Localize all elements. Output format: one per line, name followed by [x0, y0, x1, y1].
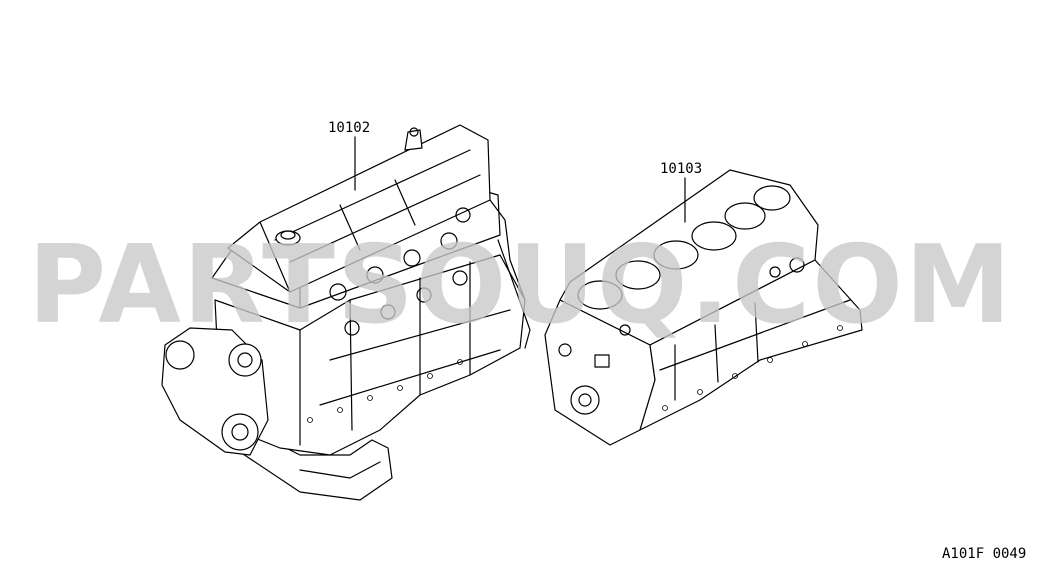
- bolt-heads: [307, 359, 463, 423]
- cylinder-bores: [577, 185, 791, 310]
- callout-10102[interactable]: 10102: [328, 120, 370, 191]
- figure-code: A101F 0049: [942, 546, 1026, 562]
- distributor-housing: [165, 340, 195, 370]
- head-ports: [329, 207, 471, 336]
- part-number-label: 10102: [328, 120, 370, 136]
- callout-10103[interactable]: 10103: [660, 161, 702, 223]
- engine-assembly-drawing[interactable]: [161, 124, 531, 501]
- short-block-side: [639, 259, 863, 431]
- pan-rail-bolts: [662, 325, 843, 411]
- water-pump: [228, 343, 262, 377]
- breather-fitting: [404, 129, 423, 151]
- crank-pulley: [221, 413, 259, 451]
- short-block-drawing[interactable]: [544, 169, 863, 446]
- part-number-label: 10103: [660, 161, 702, 177]
- watermark: PARTSOUQ.COM: [28, 223, 1013, 348]
